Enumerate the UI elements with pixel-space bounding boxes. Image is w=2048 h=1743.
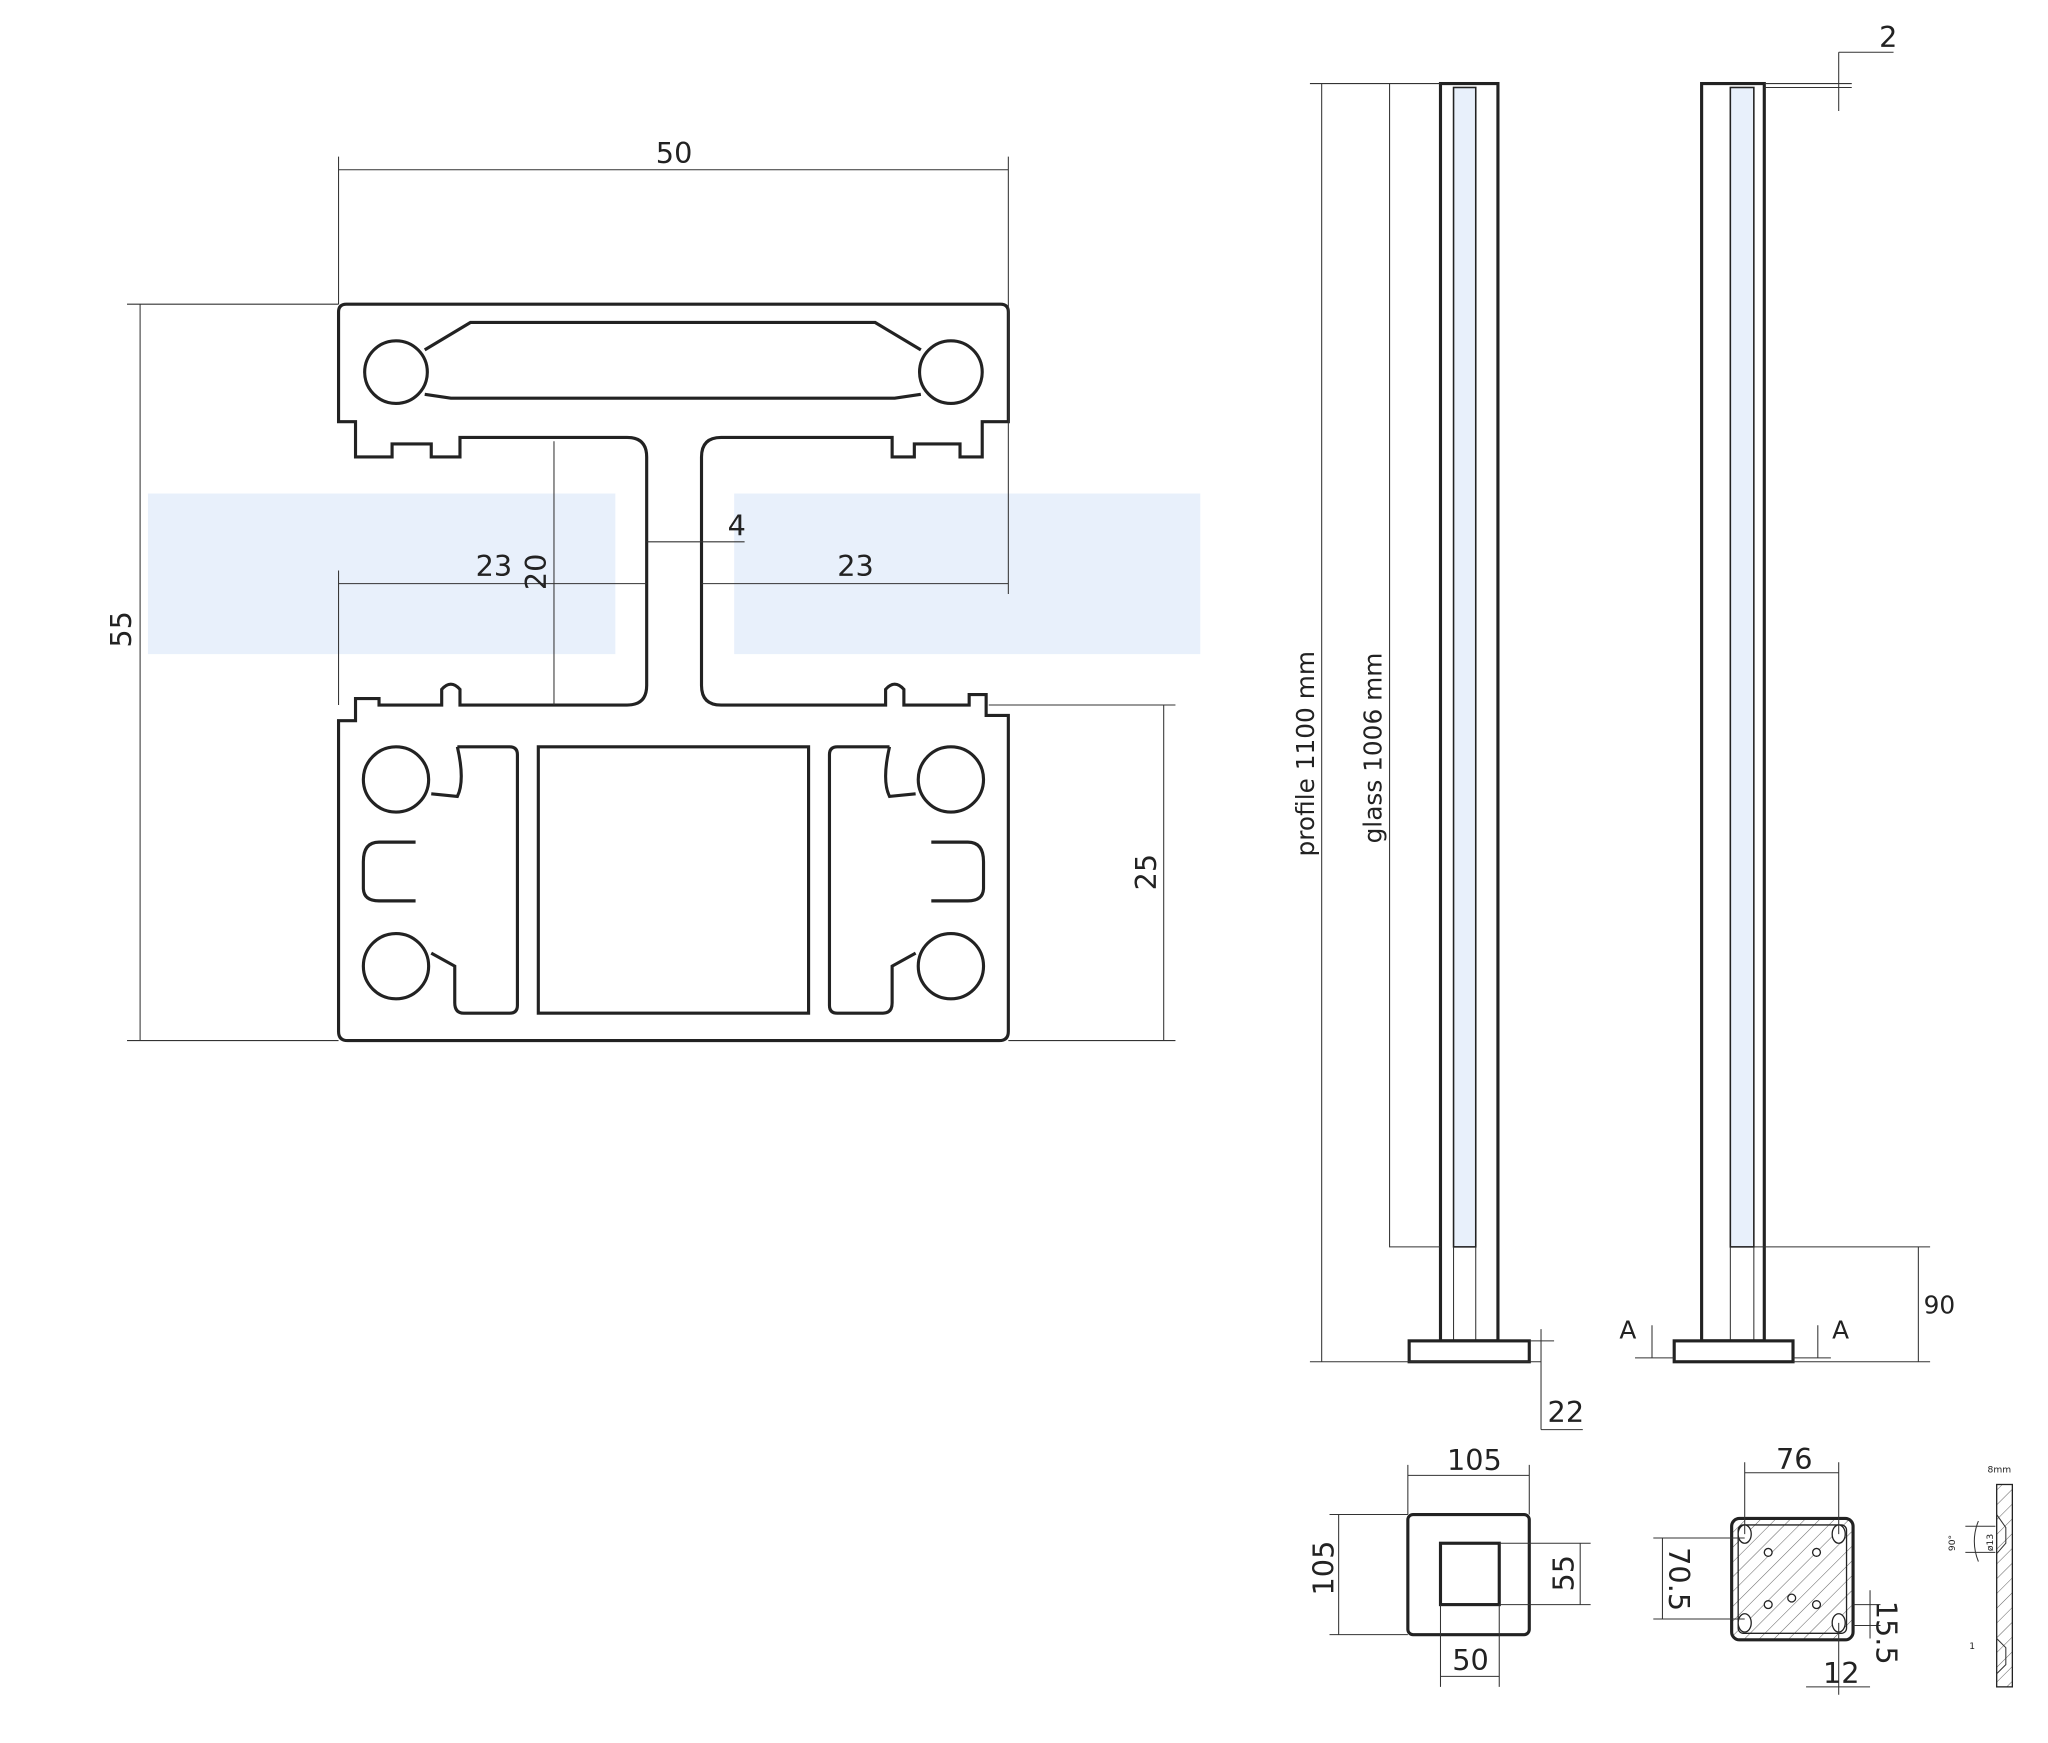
dim-width: 50 — [656, 136, 693, 170]
glass-band-right — [734, 493, 1201, 655]
dim-web: 4 — [728, 508, 746, 542]
profile-length-label: profile 1100 mm — [1291, 651, 1320, 857]
glass-length-label: glass 1006 mm — [1359, 653, 1388, 844]
dim-bottom-offset: 90 — [1924, 1290, 1956, 1319]
post-elevation-side: 2 90 A A — [1619, 20, 1956, 1364]
dim-edge-x: 12 — [1823, 1656, 1860, 1690]
base-plan-view: 105 105 55 50 — [1306, 1443, 1591, 1687]
dim-inner-width: 50 — [1452, 1643, 1489, 1677]
dim-lower-height: 25 — [1129, 854, 1163, 891]
detail-angle: 90° — [1948, 1535, 1958, 1551]
dim-hole-spacing: 76 — [1776, 1442, 1813, 1476]
dim-plate-vertical: 70.5 — [1662, 1547, 1696, 1611]
detail-thickness: 8mm — [1988, 1466, 2012, 1476]
section-mark-right: A — [1832, 1315, 1849, 1344]
dim-left-gap: 23 — [476, 549, 513, 583]
section-mark-left: A — [1619, 1315, 1636, 1344]
glass-band-left — [147, 493, 616, 655]
dim-top-gap: 2 — [1879, 20, 1897, 54]
plate-plan-view: 76 70.5 15.5 12 — [1653, 1442, 1904, 1695]
dim-base-height-plan: 105 — [1306, 1541, 1340, 1596]
detail-diameter: ø13 — [1986, 1534, 1996, 1551]
profile-section — [336, 302, 1010, 1043]
countersink-detail: 8mm 90° ø13 1 — [1948, 1466, 2014, 1688]
dim-base-height: 22 — [1548, 1395, 1585, 1429]
post-elevation-front: profile 1100 mm glass 1006 mm 22 — [1291, 81, 1585, 1431]
dim-inner-height: 55 — [1547, 1555, 1581, 1592]
detail-offset: 1 — [1969, 1642, 1975, 1652]
dim-right-gap: 23 — [837, 549, 874, 583]
dim-height: 55 — [104, 611, 138, 648]
dim-edge-offset: 15.5 — [1870, 1601, 1904, 1665]
dim-glass-depth: 20 — [519, 554, 553, 591]
section-dimensions: 50 55 23 23 20 4 25 — [104, 136, 1176, 1042]
dim-base-width: 105 — [1447, 1443, 1502, 1477]
